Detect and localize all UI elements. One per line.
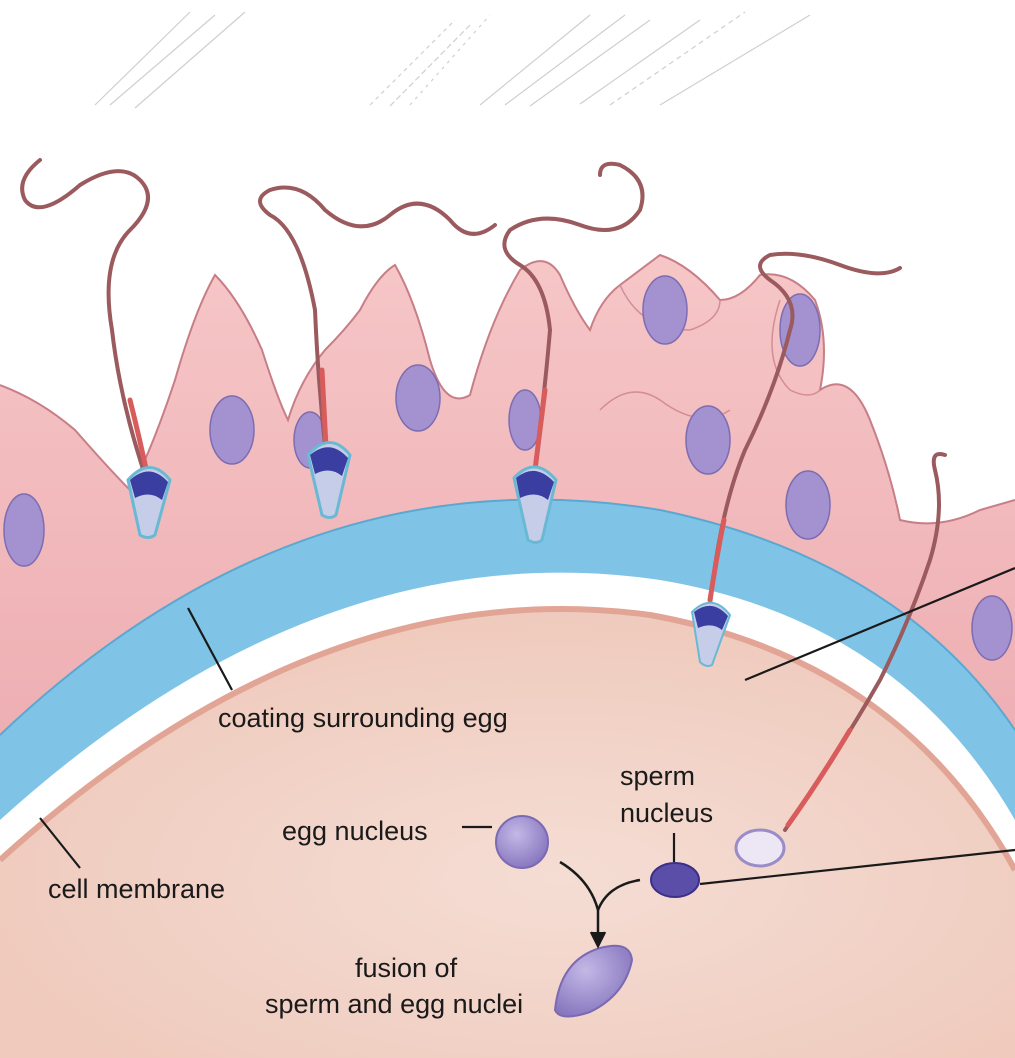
decorative-lines <box>95 12 810 108</box>
sperm-nucleus <box>651 863 699 897</box>
egg-nucleus <box>496 816 548 868</box>
label-egg-nucleus: egg nucleus <box>282 816 428 846</box>
label-coating: coating surrounding egg <box>218 703 508 733</box>
label-fusion-1: fusion of <box>355 953 458 983</box>
label-cell-membrane: cell membrane <box>48 874 225 904</box>
sperm-head-inside <box>736 830 784 866</box>
label-sperm-nucleus-2: nucleus <box>620 798 713 828</box>
label-fusion-2: sperm and egg nuclei <box>265 989 523 1019</box>
label-sperm-nucleus-1: sperm <box>620 761 695 791</box>
